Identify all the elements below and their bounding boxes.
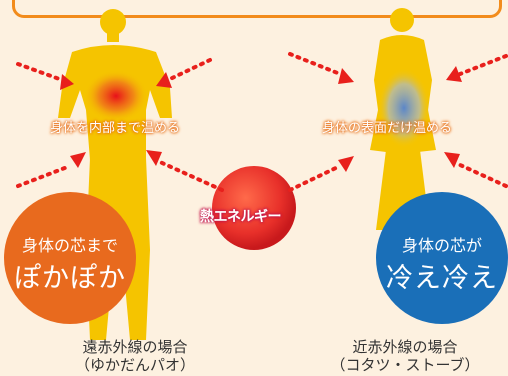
far-infrared-arrows	[16, 58, 224, 192]
label-heat-energy: 熱エネルギー	[200, 209, 282, 225]
caption-left-line1: 遠赤外線の場合	[82, 338, 188, 356]
label-near-infrared-effect: 身体の表面だけ温める	[322, 121, 453, 136]
top-banner	[12, 0, 502, 18]
circle-warm	[4, 192, 136, 324]
circle-right-line1: 身体の芯が	[401, 236, 482, 255]
caption-right-line1: 近赤外線の場合	[352, 338, 458, 356]
near-infrared-arrows	[288, 52, 508, 192]
circle-left-line2: ぽかぽか	[14, 263, 126, 294]
caption-left-line2: （ゆかだんパオ）	[74, 356, 195, 374]
circle-left-line1: 身体の芯まで	[21, 236, 118, 255]
heat-energy-ball	[212, 166, 296, 250]
caption-far-infrared: 遠赤外線の場合 （ゆかだんパオ）	[40, 338, 230, 374]
label-far-infrared-effect: 身体を内部まで温める	[50, 121, 181, 136]
caption-near-infrared: 近赤外線の場合 （コタツ・ストーブ）	[310, 338, 500, 374]
caption-right-line2: （コタツ・ストーブ）	[330, 356, 480, 374]
circle-cold	[376, 192, 508, 324]
circle-right-line2: 冷え冷え	[386, 263, 498, 294]
